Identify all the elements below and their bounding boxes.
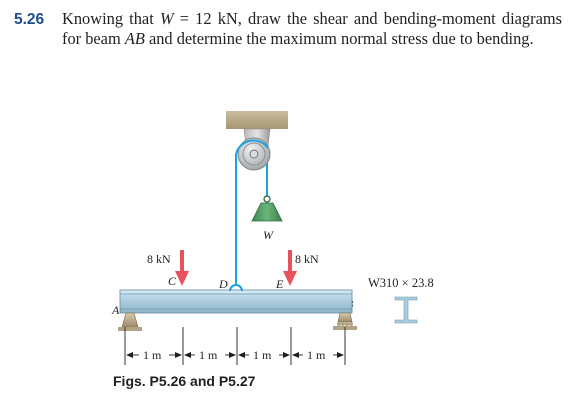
cable-over-pulley <box>235 139 269 155</box>
wide-flange-icon <box>394 296 418 324</box>
roller-b-4 <box>349 322 353 326</box>
problem-text-part-2: = 12 kN, draw the shear and bending-mome… <box>62 9 562 48</box>
roller-b-3 <box>345 322 349 326</box>
dim-arrow-4-left <box>292 352 299 358</box>
dim-arrow-2-left <box>184 352 191 358</box>
support-base-a <box>118 327 142 331</box>
load-label-right: 8 kN <box>295 252 319 266</box>
span-label-4: 1 m <box>307 348 326 362</box>
problem-text-var-ab: AB <box>124 28 145 48</box>
problem-number: 5.26 <box>14 11 45 28</box>
roller-b-1 <box>337 322 341 326</box>
weight-hook <box>263 195 271 203</box>
load-arrow-shaft-left <box>180 250 184 272</box>
dim-arrow-3-left <box>238 352 245 358</box>
figure-caption: Figs. P5.26 and P5.27 <box>113 373 256 389</box>
load-arrow-shaft-right <box>288 250 292 272</box>
ceiling-block <box>226 111 288 129</box>
dim-arrow-4-right <box>337 352 344 358</box>
problem-text-part-3: and determine the maximum normal stress … <box>144 28 534 48</box>
load-arrow-head-right <box>283 271 297 286</box>
dim-arrow-1-left <box>126 352 133 358</box>
roller-support-b <box>337 312 353 323</box>
dim-arrow-1-right <box>175 352 182 358</box>
span-label-1: 1 m <box>143 348 162 362</box>
point-d-label: D <box>218 277 228 291</box>
span-label-2: 1 m <box>199 348 218 362</box>
dim-arrow-3-right <box>283 352 290 358</box>
roller-b-2 <box>341 322 345 326</box>
dim-arrow-2-right <box>229 352 236 358</box>
span-label-3: 1 m <box>253 348 272 362</box>
load-arrow-head-left <box>175 271 189 286</box>
problem-text: Knowing that W = 12 kN, draw the shear a… <box>62 9 562 48</box>
cable-attachment-d <box>229 284 243 292</box>
problem-text-var-w: W <box>159 9 174 28</box>
load-label-left: 8 kN <box>147 252 171 266</box>
point-c-label: C <box>168 274 177 288</box>
hanging-weight <box>251 202 283 222</box>
point-a-label: A <box>111 303 120 317</box>
weight-label: W <box>263 228 274 242</box>
problem-text-part-1: Knowing that <box>62 9 160 28</box>
pulley-hub <box>249 149 259 159</box>
point-e-label: E <box>275 277 284 291</box>
beam-ab <box>119 289 353 314</box>
section-label: W310 × 23.8 <box>368 276 434 290</box>
problem-statement: 5.26 Knowing that W = 12 kN, draw the sh… <box>14 9 562 48</box>
pin-support-a <box>121 312 139 328</box>
pulley-groove <box>242 142 266 166</box>
